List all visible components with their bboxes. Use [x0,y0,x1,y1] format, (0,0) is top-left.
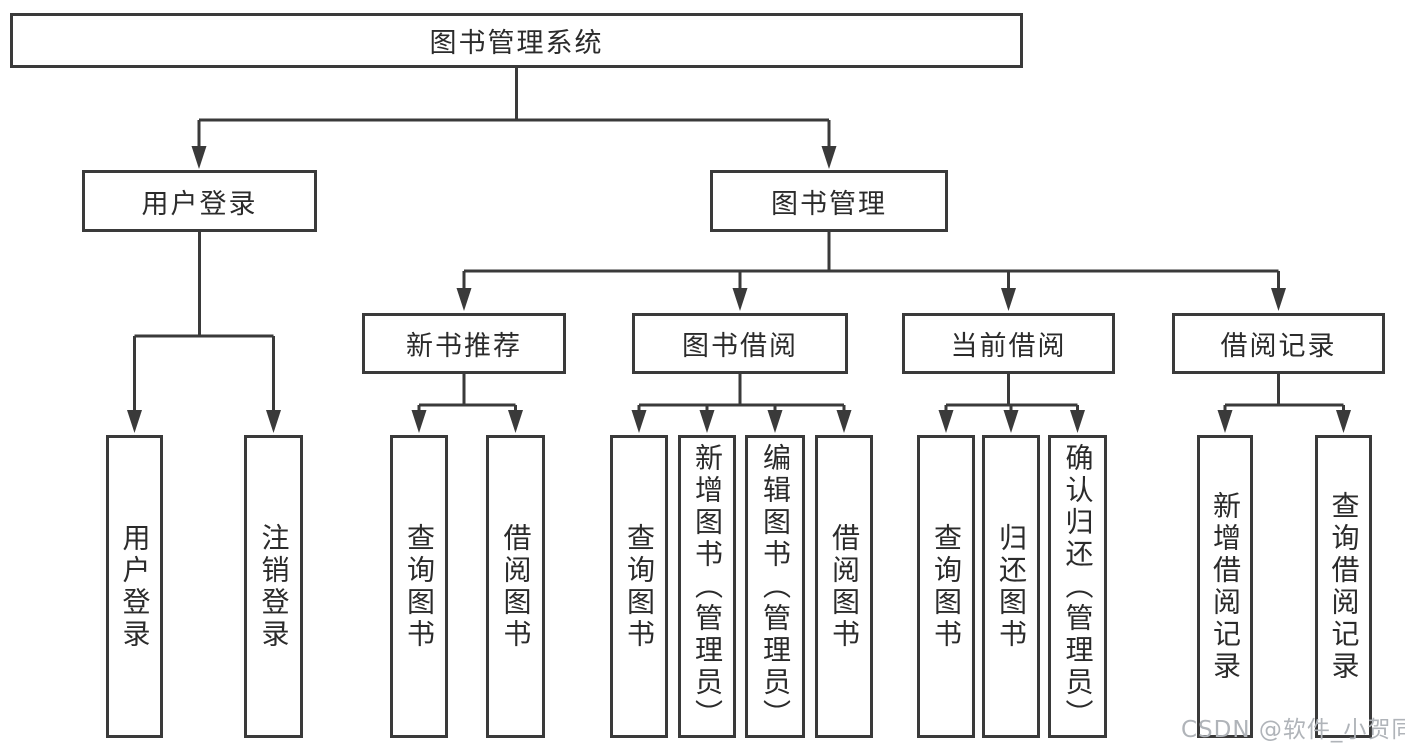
leaf-return-books: 归还图书 [982,435,1040,738]
leaf-edit-books-admin-label: 编辑图书（管理员） [759,442,792,731]
leaf-logout: 注销登录 [244,435,303,738]
arrowhead-root-1 [821,146,837,169]
leaf-borrowing-borrow-books-label: 借阅图书 [828,522,861,651]
arrowhead-book-borrowing-3 [836,410,852,433]
arrowhead-current-borrow-0 [938,410,954,433]
arrowhead-borrow-records-1 [1336,410,1351,433]
arrowhead-book-borrowing-2 [767,410,783,433]
node-book-borrowing-label: 图书借阅 [682,331,798,362]
leaf-confirm-return-admin-label: 确认归还（管理员） [1061,442,1095,731]
leaf-user-login: 用户登录 [106,435,163,738]
arrowhead-book-management-3 [1271,288,1286,311]
leaf-query-borrow-record: 查询借阅记录 [1315,435,1372,738]
arrowhead-book-borrowing-0 [631,410,647,433]
arrowhead-user-login-1 [266,410,281,433]
leaf-add-books-admin: 新增图书（管理员） [678,435,736,738]
node-user-login-label: 用户登录 [141,188,258,220]
leaf-add-borrow-record-label: 新增借阅记录 [1209,490,1242,683]
leaf-current-query-books-label: 查询图书 [930,522,963,651]
arrowhead-new-book-rec-1 [508,410,523,433]
leaf-recommend-borrow-books: 借阅图书 [486,435,545,738]
node-current-borrowing-label: 当前借阅 [950,331,1067,362]
leaf-user-login-label: 用户登录 [118,522,152,651]
arrowhead-root-0 [191,146,207,169]
leaf-borrowing-borrow-books: 借阅图书 [815,435,873,738]
arrowhead-current-borrow-1 [1003,410,1019,433]
leaf-borrowing-query-books-label: 查询图书 [623,522,656,651]
node-book-management-label: 图书管理 [771,188,887,220]
arrowhead-current-borrow-2 [1070,410,1085,433]
arrowhead-new-book-rec-0 [411,410,427,433]
arrowhead-user-login-0 [127,410,142,433]
arrowhead-book-management-1 [732,288,748,311]
arrowhead-book-borrowing-1 [699,410,715,433]
watermark: CSDN @软件_小贺同学 [1181,717,1405,743]
node-current-borrowing: 当前借阅 [902,313,1115,374]
node-new-book-recommend-label: 新书推荐 [406,331,522,362]
node-root-label: 图书管理系统 [429,28,604,59]
leaf-query-borrow-record-label: 查询借阅记录 [1327,490,1361,683]
leaf-edit-books-admin: 编辑图书（管理员） [745,435,805,738]
node-borrow-records-label: 借阅记录 [1220,331,1337,362]
node-root: 图书管理系统 [10,13,1023,68]
leaf-logout-label: 注销登录 [257,522,291,651]
arrowhead-book-management-0 [456,288,472,311]
node-borrow-records: 借阅记录 [1172,313,1385,374]
arrowhead-borrow-records-0 [1217,410,1233,433]
leaf-borrowing-query-books: 查询图书 [610,435,668,738]
node-new-book-recommend: 新书推荐 [362,313,566,374]
leaf-confirm-return-admin: 确认归还（管理员） [1048,435,1107,738]
leaf-recommend-borrow-books-label: 借阅图书 [499,522,533,651]
leaf-current-query-books: 查询图书 [917,435,975,738]
leaf-add-books-admin-label: 新增图书（管理员） [691,442,724,731]
node-user-login: 用户登录 [82,170,317,232]
leaf-return-books-label: 归还图书 [995,522,1028,651]
arrowhead-book-management-2 [1001,288,1016,311]
leaf-recommend-query-books: 查询图书 [390,435,448,738]
node-book-management: 图书管理 [710,170,948,232]
leaf-add-borrow-record: 新增借阅记录 [1197,435,1253,738]
node-book-borrowing: 图书借阅 [632,313,848,374]
leaf-recommend-query-books-label: 查询图书 [403,522,436,651]
